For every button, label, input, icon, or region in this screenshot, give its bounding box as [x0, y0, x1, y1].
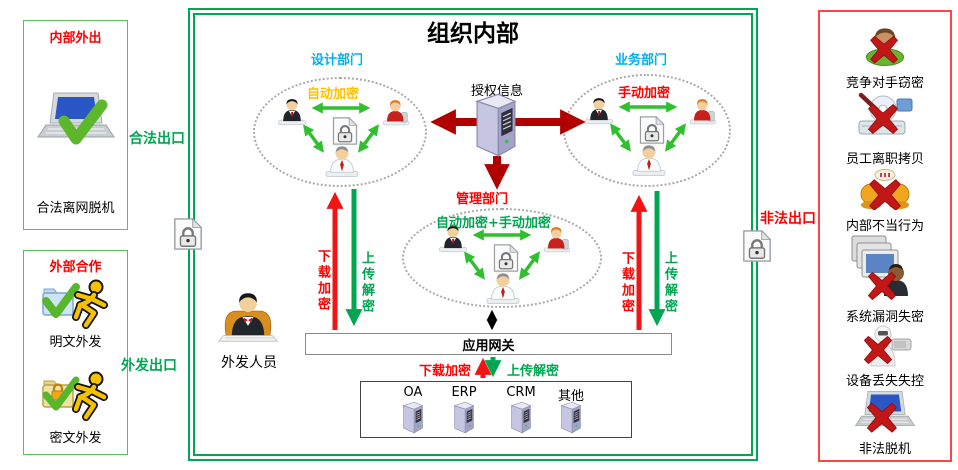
illegal-exit-label: 非法出口 [760, 211, 816, 227]
app-gateway-box: 应用网关 [305, 333, 672, 355]
device-lost-x-icon [856, 324, 914, 370]
outgoing-person-icon [217, 290, 279, 342]
server-erp-icon [451, 401, 477, 434]
disk-copy-x-icon [853, 92, 915, 140]
threat-label-device-lost: 设备丢失失控 [845, 374, 924, 389]
management-dept-mode: 自动加密+手动加密 [436, 216, 551, 231]
management-doc-lock-icon [492, 243, 520, 273]
laptop-check-icon [36, 89, 116, 149]
plaintext-out-label: 明文外发 [49, 335, 102, 350]
auth-server-icon [470, 93, 522, 157]
runner-folder-lock-icon [40, 371, 110, 421]
design-person-red-icon [381, 99, 411, 126]
business-dept-mode: 手动加密 [618, 86, 671, 101]
gateway-download-label: 下载加密 [419, 364, 472, 379]
business-person-suit-icon [583, 96, 615, 125]
management-person-suit-icon [437, 224, 469, 253]
left-border-doc-lock-icon [172, 217, 204, 251]
quarrel-x-icon [858, 168, 912, 210]
server-crm-icon [508, 401, 534, 434]
upload-decrypt-left-label: 上传解密 [359, 251, 374, 315]
gateway-upload-label: 上传解密 [507, 364, 560, 379]
download-encrypt-left-label: 下载加密 [315, 249, 330, 313]
laptop-x-icon [854, 388, 916, 435]
business-doc-lock-icon [638, 115, 666, 145]
upload-decrypt-right-label: 上传解密 [662, 251, 677, 315]
external-coop-title: 外部合作 [49, 260, 102, 275]
internal-out-panel: 内部外出 合法离网脱机 [23, 20, 128, 230]
legal-offline-label: 合法离网脱机 [36, 201, 115, 216]
download-encrypt-right-label: 下载加密 [619, 251, 634, 315]
threat-label-system-leak: 系统漏洞失密 [845, 310, 924, 325]
business-person-red-icon [688, 98, 718, 125]
app-servers-box: OA ERP CRM 其他 [360, 381, 632, 438]
legal-exit-label: 合法出口 [129, 131, 185, 147]
management-person-white-icon [484, 271, 522, 305]
design-dept-name: 设计部门 [311, 53, 364, 68]
system-leak-x-icon [848, 234, 914, 304]
threats-panel: 竞争对手窃密 员工离职拷贝 [818, 10, 952, 462]
design-dept-mode: 自动加密 [307, 87, 360, 102]
design-dept-ellipse [253, 77, 427, 187]
server-crm-label: CRM [506, 385, 536, 400]
external-coop-panel: 外部合作 明文外发 密文外发 [23, 250, 128, 455]
design-person-suit-icon [276, 97, 308, 126]
threat-label-competitor: 竞争对手窃密 [845, 76, 924, 91]
internal-out-title: 内部外出 [49, 31, 102, 46]
threat-label-employee-copy: 员工离职拷贝 [845, 152, 924, 167]
outgoing-person-label: 外发人员 [221, 355, 277, 371]
right-border-doc-lock-icon [741, 229, 773, 263]
threat-label-internal-misconduct: 内部不当行为 [845, 219, 924, 234]
design-person-white-icon [323, 144, 361, 178]
server-other-label: 其他 [557, 389, 584, 404]
business-person-white-icon [630, 143, 668, 177]
threat-label-illegal-offline: 非法脱机 [858, 442, 911, 457]
management-dept-ellipse [402, 208, 602, 308]
outgoing-exit-label: 外发出口 [121, 358, 177, 374]
main-title: 组织内部 [427, 21, 519, 47]
server-other-icon [558, 401, 584, 434]
spy-x-icon [859, 24, 911, 68]
server-oa-icon [400, 401, 426, 434]
management-person-red-icon [542, 226, 572, 253]
design-doc-lock-icon [331, 116, 359, 146]
runner-folder-check-icon [40, 279, 110, 329]
auth-info-label: 授权信息 [470, 84, 523, 99]
management-dept-name: 管理部门 [456, 192, 509, 207]
server-erp-label: ERP [451, 385, 477, 400]
server-oa-label: OA [403, 385, 423, 400]
business-dept-name: 业务部门 [615, 53, 668, 68]
app-gateway-label: 应用网关 [462, 338, 515, 354]
ciphertext-out-label: 密文外发 [49, 431, 102, 446]
